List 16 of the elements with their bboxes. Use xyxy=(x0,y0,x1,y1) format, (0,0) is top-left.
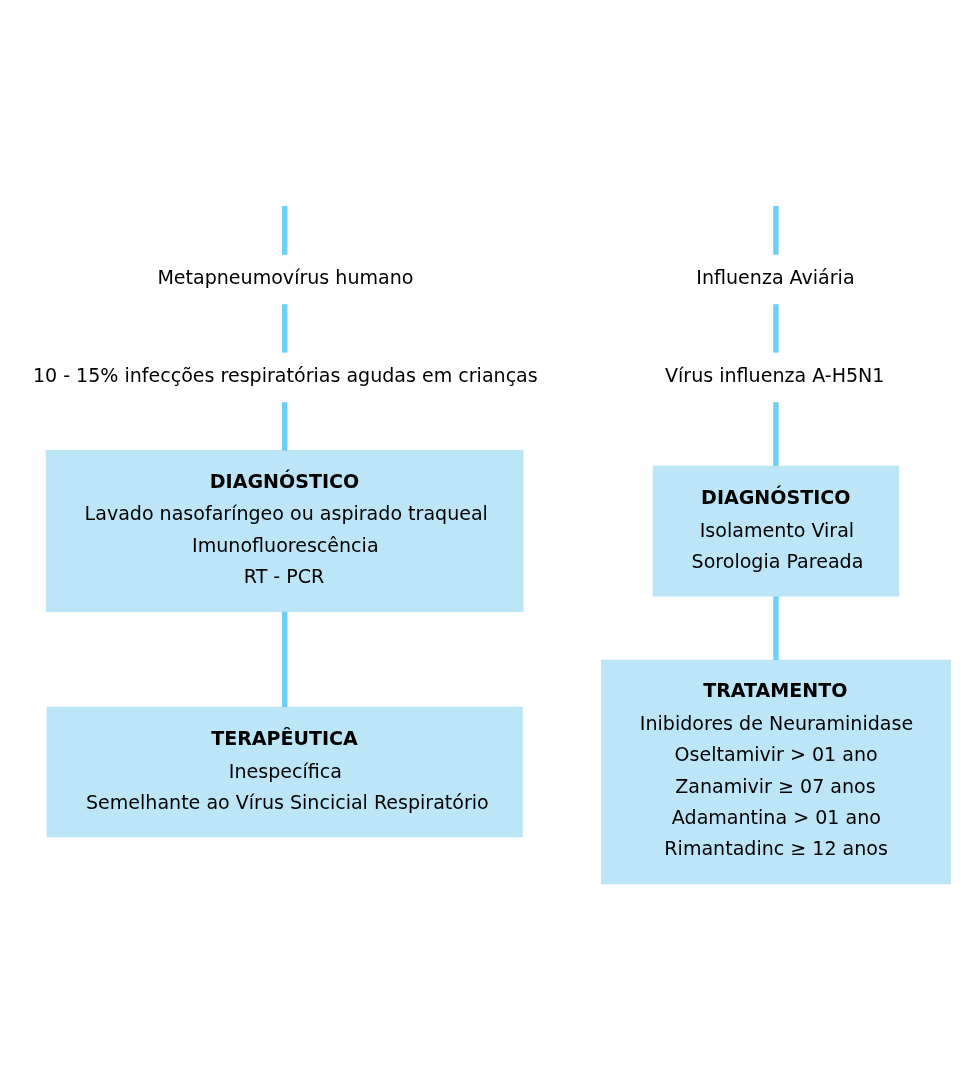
node-box: DIAGNÓSTICO Lavado nasofaríngeo ou aspirado traqueal Imunofluorescência RT - PCR xyxy=(45,450,524,613)
connector xyxy=(773,402,779,466)
connector xyxy=(773,304,779,353)
node-text: Influenza Aviária xyxy=(696,266,855,289)
connector xyxy=(281,611,288,708)
node-box: TRATAMENTO Inibidores de Neuraminidase Oseltamivir > 01 ano Zanamivir ≥ 07 anos Adamantina > 01 ano Rimantadinc ≥ 12 anos xyxy=(601,659,951,885)
node-box: TERAPÊUTICA Inespecífica Semelhante ao Vírus Sincicial Respiratório xyxy=(46,706,523,838)
node-text: Vírus influenza A-H5N1 xyxy=(665,364,885,387)
connector xyxy=(773,596,779,661)
node-text: Metapneumovírus humano xyxy=(157,266,414,289)
connector xyxy=(773,206,779,255)
node-text: 10 - 15% infecções respiratórias agudas em crianças xyxy=(32,364,538,387)
connector xyxy=(281,402,288,451)
node-box: DIAGNÓSTICO Isolamento Viral Sorologia Pareada xyxy=(652,465,900,597)
connector xyxy=(281,206,288,255)
connector xyxy=(281,304,288,353)
